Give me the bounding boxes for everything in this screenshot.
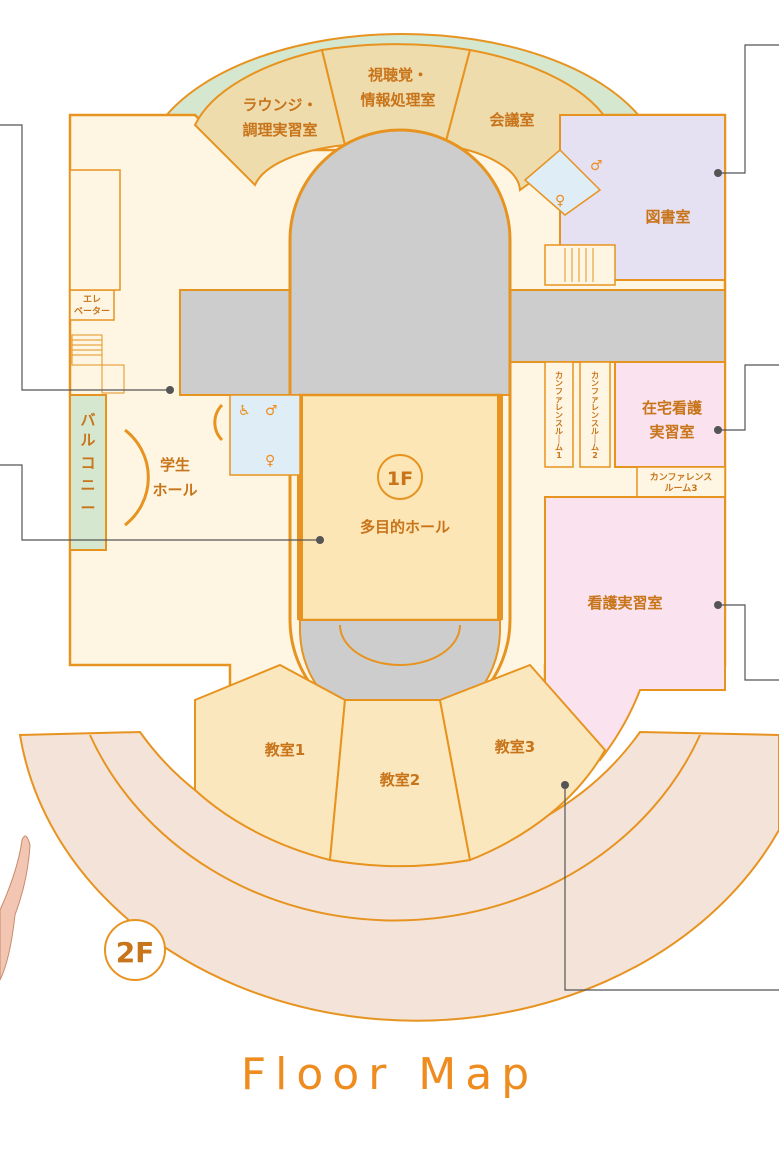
stairs-right bbox=[544, 244, 616, 286]
room-conference2[interactable] bbox=[579, 361, 611, 468]
gray-arc-detail bbox=[339, 624, 461, 666]
room-home-nursing[interactable] bbox=[614, 361, 726, 468]
restroom-female-icon-top: ♀ bbox=[555, 193, 565, 209]
svg-text:ン: ン bbox=[591, 411, 599, 420]
classroom1-label: 教室1 bbox=[264, 741, 305, 759]
stairs-left bbox=[71, 334, 125, 394]
conference2-label: カ ン フ ァ レ ン ス ル ｜ ム 2 bbox=[591, 371, 599, 460]
svg-text:｜: ｜ bbox=[555, 434, 563, 444]
classroom3-label: 教室3 bbox=[494, 738, 535, 756]
svg-text:フ: フ bbox=[591, 387, 599, 396]
svg-text:カ: カ bbox=[591, 371, 599, 380]
left-upper-room bbox=[69, 169, 121, 291]
floor-badge-2f bbox=[104, 919, 166, 981]
balcony-char-5: ー bbox=[80, 499, 95, 517]
svg-text:ス: ス bbox=[555, 419, 563, 428]
leader-dots bbox=[166, 169, 722, 789]
svg-text:｜: ｜ bbox=[591, 434, 599, 444]
meeting-label: 会議室 bbox=[489, 111, 534, 129]
elevator-label-1: エレ bbox=[83, 294, 101, 305]
av-label-1: 視聴覚・ bbox=[367, 66, 428, 84]
svg-text:レ: レ bbox=[591, 403, 599, 412]
floor-label-2f: 2F bbox=[116, 936, 155, 969]
svg-text:フ: フ bbox=[555, 387, 563, 396]
svg-text:ス: ス bbox=[591, 419, 599, 428]
svg-text:カ: カ bbox=[555, 371, 563, 380]
restroom-male-icon-top: ♂ bbox=[590, 158, 603, 174]
hand-pointer-icon bbox=[0, 835, 31, 981]
svg-text:2: 2 bbox=[592, 451, 598, 460]
library-label: 図書室 bbox=[645, 208, 690, 226]
floor-label-1f: 1F bbox=[387, 468, 413, 490]
svg-text:ム: ム bbox=[591, 443, 599, 452]
page-title: Floor Map bbox=[240, 1049, 539, 1100]
leader-lines bbox=[0, 44, 779, 991]
restroom-top bbox=[523, 148, 602, 216]
wheelchair-icon: ♿ bbox=[238, 403, 251, 419]
conference1-label: カ ン フ ァ レ ン ス ル ｜ ム 1 bbox=[555, 371, 563, 460]
lounge-label-1: ラウンジ・ bbox=[242, 96, 317, 114]
elevator-label-2: ベーター bbox=[74, 305, 110, 317]
nursing-practice-label: 看護実習室 bbox=[587, 594, 662, 612]
outer-arc-inner-line bbox=[89, 734, 701, 922]
student-hall-label-2: ホール bbox=[152, 481, 197, 499]
conference3-label-2: ルーム3 bbox=[665, 483, 698, 494]
room-classroom3[interactable] bbox=[438, 663, 607, 862]
balcony-char-3: コ bbox=[80, 454, 95, 472]
svg-text:ン: ン bbox=[591, 379, 599, 388]
classroom2-label: 教室2 bbox=[379, 771, 420, 789]
multipurpose-label: 多目的ホール bbox=[360, 518, 450, 536]
room-multipurpose-hall[interactable] bbox=[298, 393, 502, 622]
restroom-male-icon: ♂ bbox=[265, 403, 278, 419]
svg-text:ン: ン bbox=[555, 379, 563, 388]
balcony bbox=[69, 394, 107, 551]
floor-badge-1f bbox=[377, 454, 423, 500]
room-conference1[interactable] bbox=[544, 361, 574, 468]
svg-text:ル: ル bbox=[591, 427, 599, 436]
student-hall-arc bbox=[124, 428, 150, 527]
lounge-label-2: 調理実習室 bbox=[242, 121, 317, 139]
svg-text:ァ: ァ bbox=[555, 395, 563, 404]
student-hall-label-1: 学生 bbox=[160, 456, 190, 474]
svg-text:レ: レ bbox=[555, 403, 563, 412]
balcony-char-1: バ bbox=[80, 411, 95, 429]
restroom-cluster bbox=[229, 394, 301, 476]
conference3-label-1: カンファレンス bbox=[650, 472, 713, 483]
home-nursing-label-2: 実習室 bbox=[649, 423, 694, 441]
restroom-female-icon: ♀ bbox=[265, 453, 275, 469]
stairs-icon bbox=[564, 248, 594, 282]
elevator-room bbox=[69, 289, 115, 321]
svg-text:ァ: ァ bbox=[591, 395, 599, 404]
student-hall-arc-2 bbox=[213, 403, 224, 442]
svg-text:ル: ル bbox=[555, 427, 563, 436]
svg-text:1: 1 bbox=[556, 451, 562, 460]
av-label-2: 情報処理室 bbox=[360, 91, 435, 109]
balcony-char-2: ル bbox=[80, 431, 95, 449]
balcony-char-4: ニ bbox=[80, 476, 95, 494]
svg-text:ン: ン bbox=[555, 411, 563, 420]
svg-text:ム: ム bbox=[555, 443, 563, 452]
home-nursing-label-1: 在宅看護 bbox=[642, 399, 703, 417]
floor-map: ラウンジ・ 調理実習室 視聴覚・ 情報処理室 会議室 図書室 ♂ ♀ 1F 多目… bbox=[0, 33, 779, 1022]
